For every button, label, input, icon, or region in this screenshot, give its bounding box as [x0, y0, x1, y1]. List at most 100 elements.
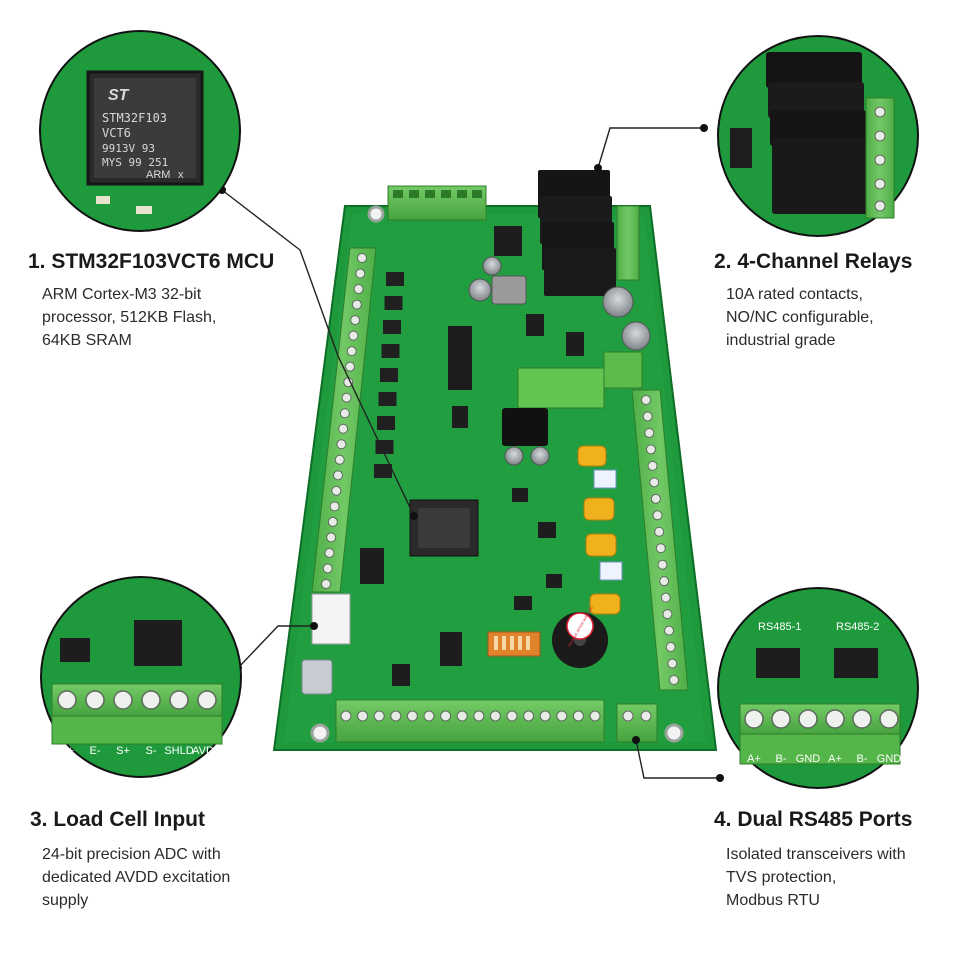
terminal-screw — [662, 609, 673, 620]
feature-3-title: 3. Load Cell Input — [30, 808, 206, 831]
loadcell-terminal-label: S+ — [116, 745, 130, 757]
mcu-brand-logo: ST — [108, 87, 130, 104]
relay-bank — [538, 170, 616, 296]
terminal-screw — [341, 392, 352, 403]
rs485-terminal-label: B- — [857, 753, 868, 765]
loadcell-terminal-label: S- — [146, 745, 157, 757]
terminal-screw — [334, 454, 345, 465]
loadcell-terminal-label: E- — [90, 745, 101, 757]
terminal-screw — [321, 579, 331, 589]
loadcell-terminal-label: AVDD — [192, 745, 222, 757]
terminal-screw — [659, 576, 670, 587]
terminal-screw — [351, 299, 362, 310]
terminal-screw — [338, 423, 349, 434]
terminal-screw — [644, 427, 655, 438]
loadcell-screw — [169, 690, 189, 710]
terminal-screw — [539, 710, 551, 722]
feature-3-line-2: dedicated AVDD excitation — [42, 869, 231, 886]
loadcell-screw — [141, 690, 161, 710]
terminal-screw — [655, 543, 666, 554]
smd-chip — [380, 368, 398, 382]
top-terminal-block — [387, 185, 487, 221]
terminal-screw — [669, 675, 679, 685]
terminal-screw — [373, 710, 385, 722]
mcu-marking-4: MYS 99 251 — [102, 156, 168, 169]
terminal-screw — [589, 710, 601, 722]
feature-2-line-3: industrial grade — [726, 332, 836, 349]
terminal-screw — [324, 547, 335, 558]
feature-4-line-3: Modbus RTU — [726, 892, 820, 909]
loadcell-terminal-label: SHLD — [164, 745, 193, 757]
loadcell-terminal-label: E+ — [60, 745, 74, 757]
smd-chip — [383, 320, 401, 334]
terminal-screw — [489, 710, 501, 722]
mcu-marking-3: 9913V 93 — [102, 142, 155, 155]
terminal-screw — [331, 485, 342, 496]
rs485-screw — [798, 709, 818, 729]
feature-4-title: 4. Dual RS485 Ports — [714, 808, 913, 831]
terminal-screw — [340, 710, 352, 722]
terminal-screw — [641, 395, 651, 405]
feature-3-line-3: supply — [42, 892, 89, 909]
feature-2-desc: 10A rated contacts, NO/NC configurable, … — [726, 283, 874, 352]
terminal-screw — [355, 268, 366, 279]
terminal-screw — [327, 516, 338, 527]
terminal-screw — [665, 642, 676, 653]
loadcell-screw — [57, 690, 77, 710]
left-terminal-strip — [311, 247, 377, 593]
rs485-port2-label: RS485-2 — [836, 621, 879, 633]
terminal-screw — [647, 460, 658, 471]
terminal-screw — [556, 710, 568, 722]
terminal-screw — [406, 710, 418, 722]
terminal-screw — [350, 315, 361, 326]
terminal-screw — [339, 408, 350, 419]
terminal-screw — [348, 330, 359, 341]
rs485-terminal-label: A+ — [747, 753, 761, 765]
terminal-screw — [649, 477, 660, 488]
terminal-screw — [657, 559, 668, 570]
feature-1-line-2: processor, 512KB Flash, — [42, 309, 217, 326]
rs485-terminal-label: B- — [776, 753, 787, 765]
smd-chip — [378, 392, 397, 406]
smd-chip — [377, 416, 395, 430]
terminal-screw — [440, 710, 452, 722]
feature-3-line-1: 24-bit precision ADC with — [42, 846, 221, 863]
terminal-screw — [357, 710, 369, 722]
terminal-screw — [423, 710, 435, 722]
terminal-screw — [329, 501, 340, 512]
smd-chip — [384, 296, 403, 310]
feature-4-line-2: TVS protection, — [726, 869, 837, 886]
terminal-screw — [456, 710, 468, 722]
bottom-terminal-screws — [340, 710, 601, 722]
rs485-terminal-label: GND — [796, 753, 821, 765]
callout-relays-zoom — [717, 35, 919, 237]
terminal-screw — [652, 510, 663, 521]
feature-1-title: 1. STM32F103VCT6 MCU — [28, 250, 275, 273]
left-terminal-screws — [321, 253, 367, 589]
loadcell-screw — [113, 690, 133, 710]
rs485-screw — [879, 709, 899, 729]
loadcell-screw — [197, 690, 217, 710]
mcu-x-mark: x — [178, 169, 184, 181]
terminal-screw — [523, 710, 535, 722]
right-terminal-strip — [631, 389, 689, 691]
terminal-screw — [645, 444, 656, 455]
terminal-screw — [473, 710, 485, 722]
terminal-screw — [336, 439, 347, 450]
loadcell-screw — [85, 690, 105, 710]
terminal-screw — [326, 532, 337, 543]
terminal-screw — [667, 658, 678, 669]
jst-connector — [311, 593, 351, 645]
callout-mcu-zoom: ST STM32F103 VCT6 9913V 93 MYS 99 251 AR… — [39, 30, 241, 232]
mcu-marking-1: STM32F103 — [102, 111, 167, 125]
smd-chip — [386, 272, 404, 286]
terminal-screw — [642, 411, 653, 422]
feature-2-line-1: 10A rated contacts, — [726, 286, 863, 303]
safety-capacitors — [577, 445, 621, 615]
feature-1-line-3: 64KB SRAM — [42, 332, 132, 349]
